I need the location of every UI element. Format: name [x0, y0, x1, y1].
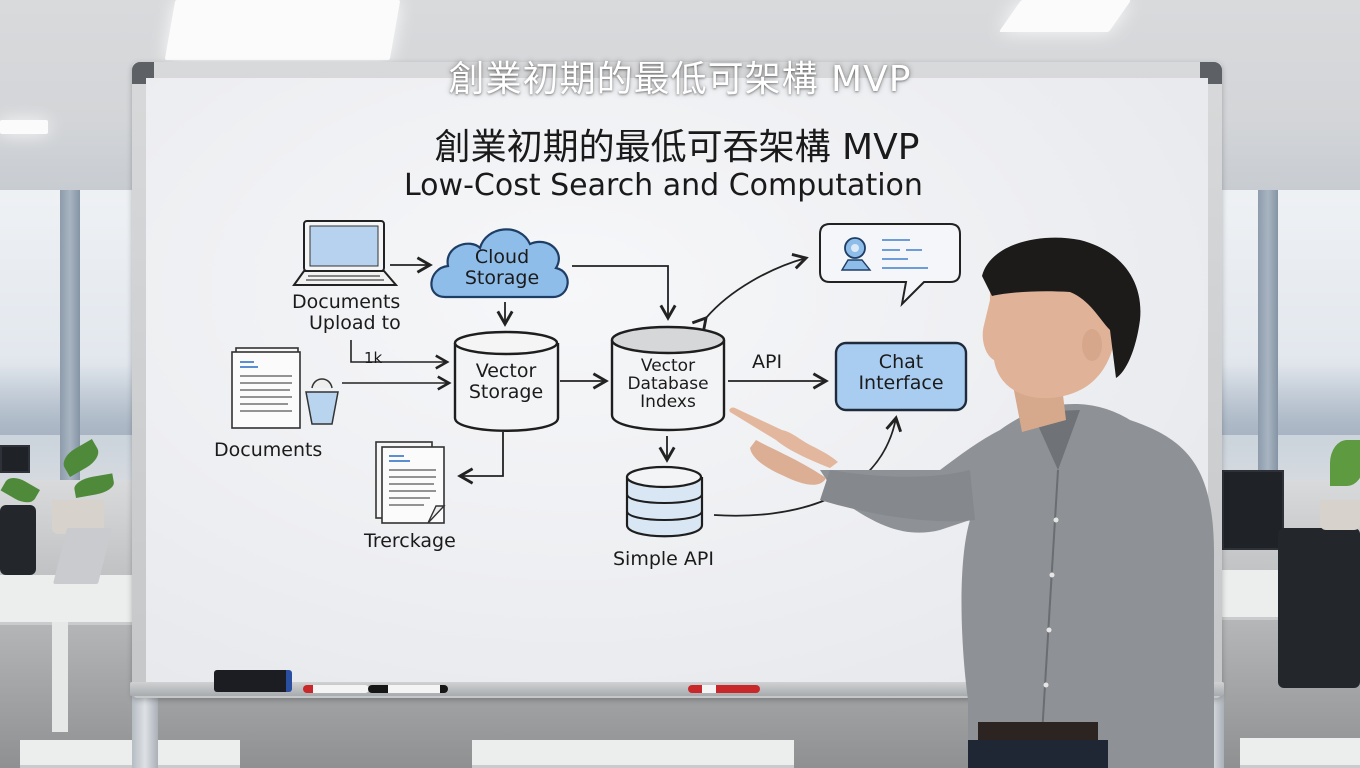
belt [978, 722, 1098, 740]
overlay-title: 創業初期的最低可架構 MVP [448, 59, 912, 100]
stacked-documents-icon [375, 441, 446, 524]
plant-pot [1320, 500, 1360, 530]
cylinder-icon [610, 325, 726, 432]
cloud-storage-label: Cloud Storage [464, 246, 540, 290]
document-icon [231, 347, 301, 429]
monitor [1222, 470, 1284, 550]
documents-upload-label: Documents Upload to [292, 291, 401, 335]
desk [1240, 738, 1360, 768]
upload-scribble: 1k [364, 349, 383, 367]
office-chair [1278, 528, 1360, 688]
plant-leaf [1330, 440, 1360, 486]
whiteboard-subtitle: Low-Cost Search and Computation [404, 168, 923, 203]
vector-database-label: Vector Database Indexs [627, 356, 709, 412]
hair [982, 237, 1141, 378]
database-stack-icon [625, 465, 704, 538]
trerckage-label: Trerckage [364, 530, 456, 552]
arrow [350, 340, 450, 370]
whiteboard-title: 創業初期的最低可吞架構 MVP [434, 127, 920, 168]
black-marker[interactable] [368, 685, 448, 693]
hand-fingers [750, 440, 826, 485]
window-mullion [1258, 190, 1278, 480]
laptop-icon [292, 220, 399, 286]
ceiling-light [0, 120, 48, 134]
whiteboard-leg [132, 696, 158, 768]
window-mullion [60, 190, 80, 480]
pointing-arm [820, 470, 975, 522]
ear [1082, 329, 1102, 361]
whiteboard-eraser[interactable] [214, 670, 292, 692]
chat-interface-box [834, 341, 968, 412]
desk-leg [52, 622, 68, 732]
simple-api-label: Simple API [613, 548, 714, 570]
red-marker[interactable] [303, 685, 369, 693]
cloud-icon [430, 228, 569, 299]
monitor [0, 445, 30, 473]
chat-bubble-webcam-icon [819, 223, 961, 307]
cylinder-icon [453, 330, 560, 432]
bidirectional-arrow [691, 253, 809, 333]
pointing-hand [729, 407, 838, 468]
arrow [457, 432, 504, 485]
arrow [572, 265, 677, 321]
pants [968, 740, 1108, 768]
vector-storage-label: Vector Storage [468, 360, 544, 404]
shirt-button [1049, 572, 1055, 578]
documents-label: Documents [214, 439, 323, 461]
desk [20, 740, 240, 768]
shirt-button [1043, 682, 1049, 688]
gray-shirt [820, 403, 1215, 768]
shirt-button [1046, 627, 1052, 633]
red-marker[interactable] [688, 685, 760, 693]
shirt-button [1053, 517, 1059, 523]
office-chair [0, 505, 36, 575]
desk [472, 740, 794, 768]
api-label: API [752, 351, 783, 373]
chat-interface-label: Chat Interface [858, 351, 944, 395]
trash-bin-icon [305, 378, 339, 425]
